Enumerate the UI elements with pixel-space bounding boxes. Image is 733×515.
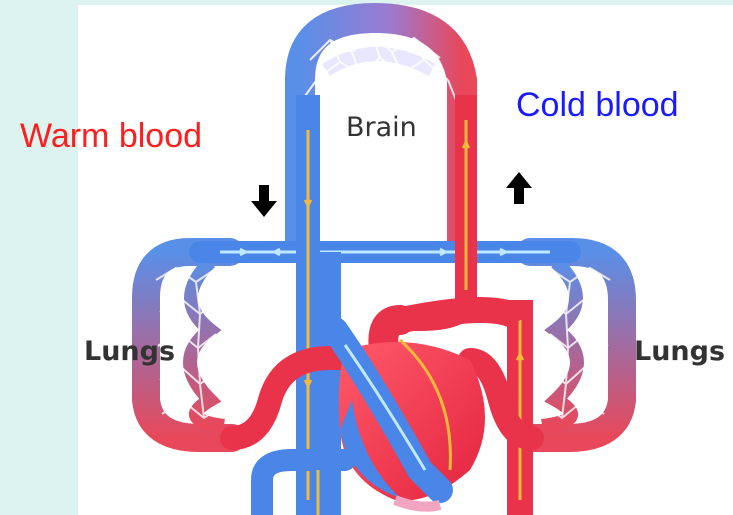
heart — [335, 330, 485, 507]
warm-blood-label: Warm blood — [20, 117, 202, 156]
brain-label: Brain — [346, 112, 417, 143]
right-lung-capillaries — [530, 252, 622, 438]
cold-blood-label: Cold blood — [516, 86, 679, 125]
right-lungs-label: Lungs — [634, 336, 725, 367]
arrow-up-icon — [504, 172, 534, 206]
left-lungs-label: Lungs — [84, 336, 175, 367]
arrow-down-icon — [249, 185, 279, 219]
